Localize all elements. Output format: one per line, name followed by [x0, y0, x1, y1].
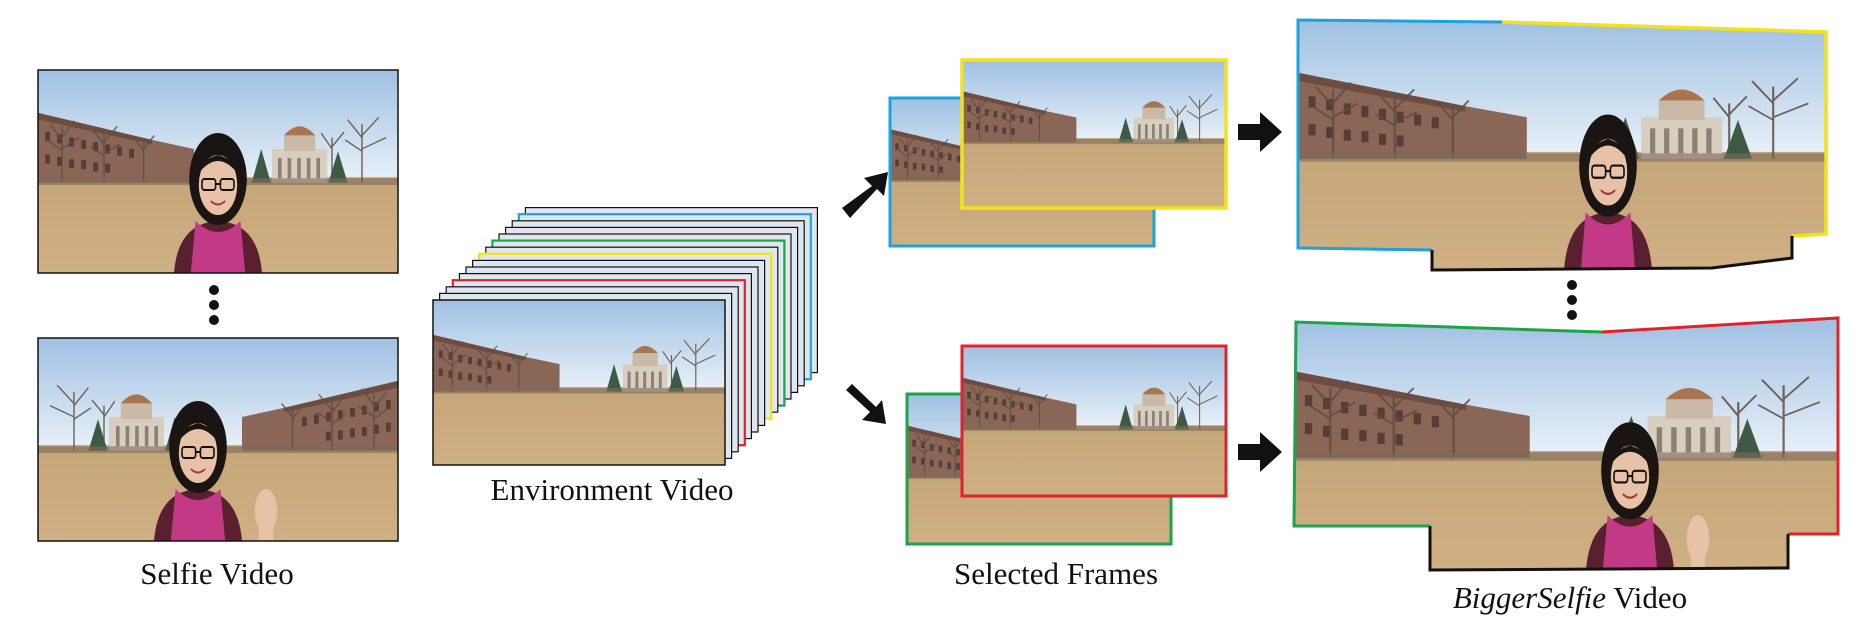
arrow-icon	[842, 172, 888, 218]
selected-frame-yellow	[960, 58, 1228, 210]
bigger-selfie-label-italic: BiggerSelfie	[1452, 580, 1607, 615]
vertical-ellipsis-icon	[1567, 280, 1577, 320]
vertical-ellipsis-icon	[209, 285, 219, 325]
arrow-icon	[1238, 432, 1282, 472]
bigger-selfie-frame-top	[1296, 18, 1828, 272]
bigger-selfie-video-label: BiggerSelfie Video	[1453, 582, 1687, 613]
arrow-icon	[1238, 112, 1282, 152]
bigger-selfie-label-rest: Video	[1613, 580, 1688, 615]
environment-video-label: Environment Video	[490, 472, 734, 507]
selected-frame-red	[960, 344, 1228, 498]
selfie-frame-bottom	[37, 337, 399, 542]
selfie-video-label: Selfie Video	[140, 556, 294, 591]
environment-front-frame	[432, 299, 726, 466]
bigger-selfie-frame-bottom	[1292, 316, 1840, 572]
selfie-frame-top	[37, 69, 399, 274]
selected-frames-label: Selected Frames	[953, 556, 1159, 591]
arrow-icon	[846, 384, 886, 424]
